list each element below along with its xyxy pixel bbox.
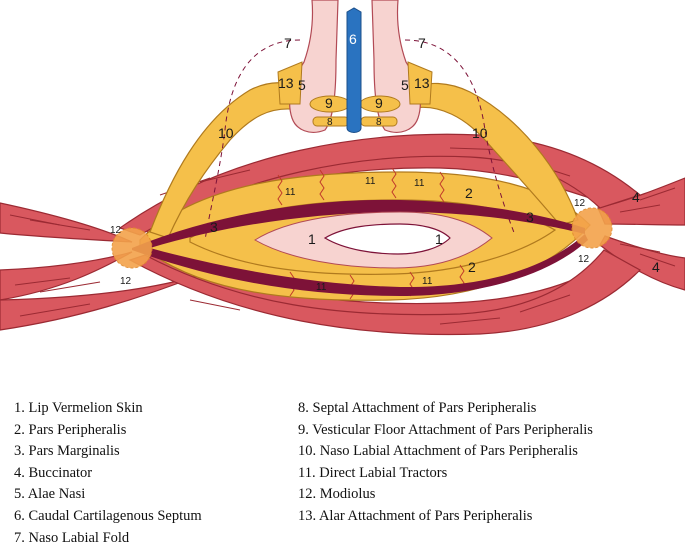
- label-5-right: 5: [401, 77, 409, 93]
- legend-item: 12. Modiolus: [298, 486, 376, 503]
- alar-attachment-left: [277, 61, 303, 105]
- caudal-cartilaginous-septum: [346, 7, 362, 133]
- legend-item: 9. Vesticular Floor Attachment of Pars P…: [298, 421, 593, 438]
- label-13-left: 13: [278, 75, 294, 91]
- label-8-left: 8: [327, 117, 333, 128]
- label-2-upper: 2: [465, 185, 473, 201]
- legend-item: 4. Buccinator: [14, 464, 93, 481]
- label-12-left-top: 12: [110, 225, 122, 236]
- label-1-right: 1: [435, 231, 443, 247]
- lower-outer-band: [128, 249, 641, 336]
- alar-attachment-right: [407, 61, 433, 105]
- left-upper-buccinator: [0, 202, 133, 243]
- legend-item: 2. Pars Peripheralis: [14, 421, 127, 438]
- label-12-left-bottom: 12: [120, 276, 132, 287]
- label-5-left: 5: [298, 77, 306, 93]
- label-11-e: 11: [422, 276, 433, 287]
- modiolus-left: [111, 227, 153, 269]
- oral-aperture: [323, 223, 451, 255]
- label-3-left: 3: [210, 219, 218, 235]
- label-11-d: 11: [316, 282, 327, 293]
- label-2-lower: 2: [468, 259, 476, 275]
- label-9-right: 9: [375, 95, 383, 111]
- label-12-right-top: 12: [574, 198, 586, 209]
- label-10-left: 10: [218, 125, 234, 141]
- label-13-right: 13: [414, 75, 430, 91]
- legend-item: 8. Septal Attachment of Pars Peripherali…: [298, 400, 537, 416]
- label-3-right: 3: [526, 209, 534, 225]
- label-11-a: 11: [285, 187, 296, 198]
- legend-item: 3. Pars Marginalis: [14, 443, 120, 460]
- label-7-left: 7: [284, 35, 292, 51]
- legend-right-column: 8. Septal Attachment of Pars Peripherali…: [298, 398, 593, 528]
- label-12-right-bottom: 12: [578, 254, 590, 265]
- label-7-right: 7: [418, 35, 426, 51]
- label-6: 6: [349, 31, 357, 47]
- label-9-left: 9: [325, 95, 333, 111]
- direct-labial-tractors: [277, 167, 465, 300]
- label-4-lower: 4: [652, 259, 660, 275]
- modiolus-right: [571, 207, 613, 249]
- muscle-fiber-lines: [9, 147, 676, 325]
- legend-left-column: 1. Lip Vermelion Skin 2. Pars Peripheral…: [14, 398, 202, 549]
- legend-item: 7. Naso Labial Fold: [14, 529, 130, 546]
- label-10-right: 10: [472, 125, 488, 141]
- label-1-left: 1: [308, 231, 316, 247]
- label-11-b: 11: [365, 176, 376, 187]
- label-8-right: 8: [376, 117, 382, 128]
- legend-item: 1. Lip Vermelion Skin: [14, 400, 143, 416]
- legend-item: 10. Naso Labial Attachment of Pars Perip…: [298, 443, 578, 460]
- legend-item: 11. Direct Labial Tractors: [298, 464, 448, 481]
- naso-labial-fold-left: [204, 39, 301, 241]
- legend-item: 13. Alar Attachment of Pars Peripheralis: [298, 507, 533, 524]
- label-4-upper: 4: [632, 189, 640, 205]
- naso-labial-fold-right: [404, 39, 516, 236]
- legend-item: 5. Alae Nasi: [14, 486, 86, 503]
- pars-marginalis: [132, 199, 588, 296]
- lip-muscle-diagram: 6 7 7 5 5 13 13 9 9 10 10 3 3 2 2 1 1 4 …: [0, 0, 685, 336]
- legend-item: 6. Caudal Cartilagenous Septum: [14, 507, 202, 524]
- label-11-c: 11: [414, 178, 425, 189]
